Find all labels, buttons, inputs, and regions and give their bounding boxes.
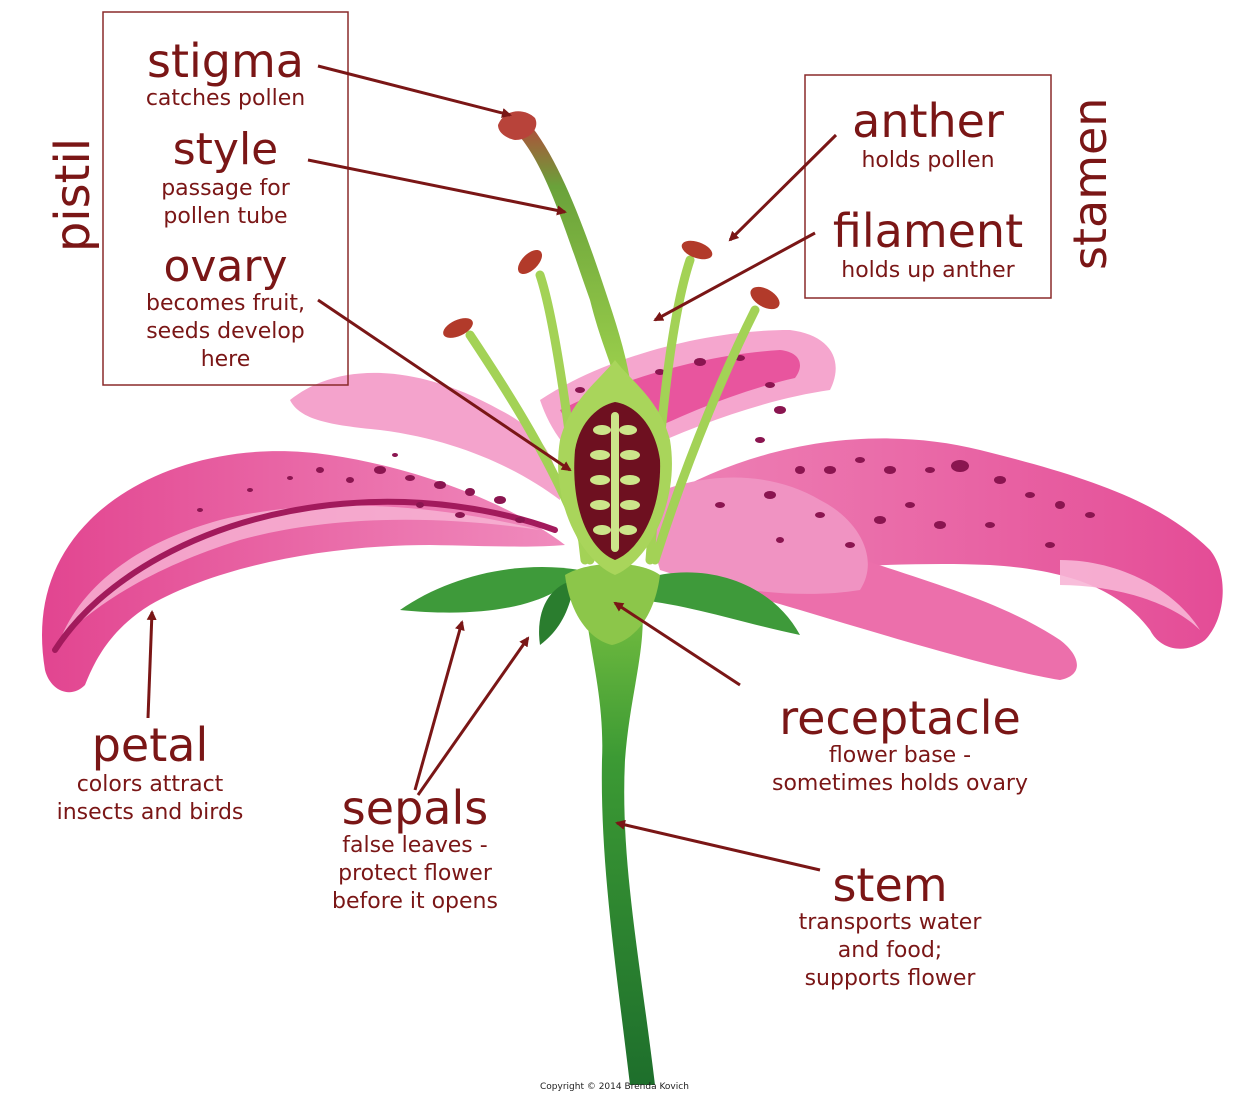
filament-label: filament holds up anther — [810, 208, 1046, 282]
stamen-group-label: stamen — [1065, 110, 1115, 270]
arrow-stigma — [318, 66, 510, 115]
arrow-filament — [655, 233, 815, 320]
ovary-label: ovary becomes fruit, seeds develop here — [108, 245, 343, 371]
filament-title: filament — [810, 208, 1046, 254]
receptacle-label: receptacle flower base - sometimes holds… — [735, 695, 1065, 795]
receptacle-shape — [565, 564, 660, 645]
petal-desc-2: insects and birds — [20, 802, 280, 824]
stigma-label: stigma catches pollen — [108, 38, 343, 110]
style-desc-1: passage for — [108, 178, 343, 200]
style-title: style — [108, 128, 343, 172]
pistil-group-label: pistil — [48, 130, 98, 260]
petal-title: petal — [20, 722, 280, 768]
stem-desc-1: transports water — [760, 912, 1020, 934]
anther-title: anther — [810, 98, 1046, 144]
ovary-desc-3: here — [108, 349, 343, 371]
receptacle-desc-1: flower base - — [735, 745, 1065, 767]
style-label: style passage for pollen tube — [108, 128, 343, 228]
arrow-petal — [148, 612, 152, 718]
sepals-label: sepals false leaves - protect flower bef… — [290, 785, 540, 913]
ovules — [590, 412, 640, 552]
copyright-notice: Copyright © 2014 Brenda Kovich — [540, 1082, 689, 1092]
stem-desc-2: and food; — [760, 940, 1020, 962]
filament-desc: holds up anther — [810, 260, 1046, 282]
receptacle-desc-2: sometimes holds ovary — [735, 773, 1065, 795]
arrow-style — [308, 160, 565, 212]
anther-label: anther holds pollen — [810, 98, 1046, 172]
stem-title: stem — [760, 862, 1020, 908]
stem-label: stem transports water and food; supports… — [760, 862, 1020, 990]
anther-desc: holds pollen — [810, 150, 1046, 172]
petal-label: petal colors attract insects and birds — [20, 722, 280, 824]
style-shape — [512, 122, 630, 380]
sepals-desc-1: false leaves - — [290, 835, 540, 857]
stem-shape — [585, 583, 655, 1086]
stigma-desc: catches pollen — [108, 88, 343, 110]
ovary-title: ovary — [108, 245, 343, 289]
stem-desc-3: supports flower — [760, 968, 1020, 990]
stigma-title: stigma — [108, 38, 343, 84]
sepals-desc-3: before it opens — [290, 891, 540, 913]
style-desc-2: pollen tube — [108, 206, 343, 228]
petal-desc-1: colors attract — [20, 774, 280, 796]
ovary-desc-2: seeds develop — [108, 321, 343, 343]
receptacle-title: receptacle — [735, 695, 1065, 741]
sepals-desc-2: protect flower — [290, 863, 540, 885]
sepals-title: sepals — [290, 785, 540, 831]
ovary-desc-1: becomes fruit, — [108, 293, 343, 315]
